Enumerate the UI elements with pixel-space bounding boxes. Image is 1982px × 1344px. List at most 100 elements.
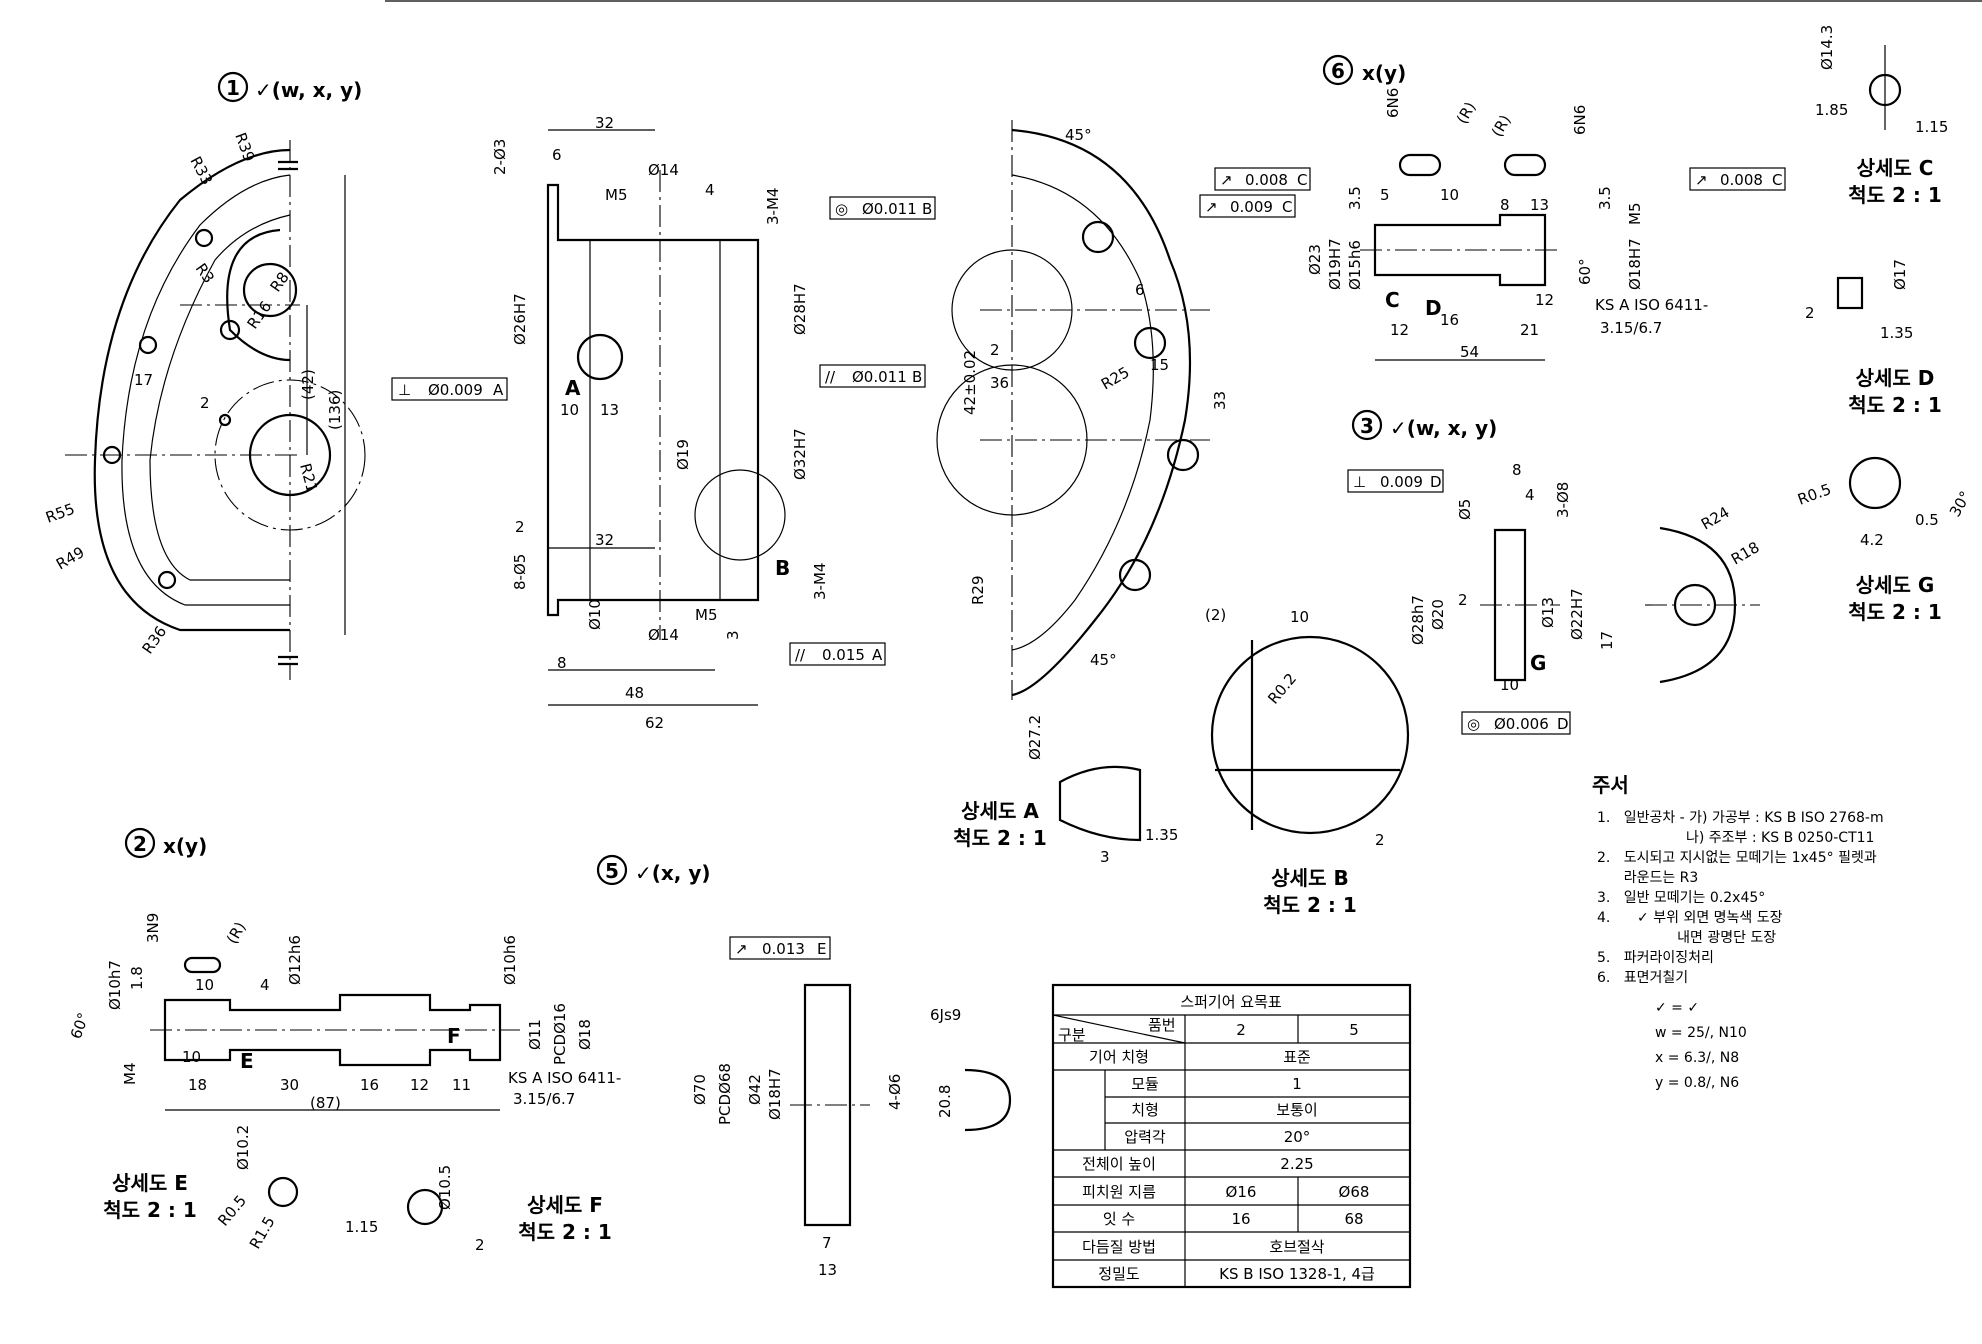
dim-17: 17 xyxy=(134,371,153,389)
tol-val: Ø0.006 xyxy=(1494,715,1549,733)
view-1: 1 ✓(w, x, y) R33 R39 R3 R16 R8 17 2 (42)… xyxy=(43,71,366,680)
dim-M5: M5 xyxy=(605,186,628,204)
view-6-label: 6 x(y) xyxy=(1322,54,1406,86)
dim-Ø14: Ø14 xyxy=(648,161,679,179)
dim-PCDØ68: PCDØ68 xyxy=(716,1063,734,1125)
gear-table-label: 치형 xyxy=(1131,1101,1159,1119)
dim-R-1: (R) xyxy=(1453,99,1480,127)
dim-4: 4 xyxy=(705,181,715,199)
dim-16-s6: 16 xyxy=(1440,311,1459,329)
notes-line: 5. 파커라이징처리 xyxy=(1597,950,1714,966)
view-2: 2 x(y) 3N9 (R) Ø10h7 1.8 10 4 Ø12h6 Ø10h… xyxy=(67,827,621,1112)
detail-D: Ø17 2 1.35 상세도 D 척도 2 : 1 xyxy=(1805,259,1942,417)
dim-R36: R36 xyxy=(139,623,171,658)
dim-Ø19H7: Ø19H7 xyxy=(1326,238,1344,290)
dim-4-Ø6: 4-Ø6 xyxy=(886,1074,904,1110)
gear-table-value: KS B ISO 1328-1, 4급 xyxy=(1219,1265,1375,1283)
view-1-symbol: ✓(w, x, y) xyxy=(255,78,362,102)
dim-2-p3: 2 xyxy=(1458,591,1468,609)
dim-R0.2: R0.2 xyxy=(1264,670,1300,708)
detail-B: (2) 10 R0.2 2 상세도 B 척도 2 : 1 xyxy=(1205,606,1410,917)
dim-M5b: M5 xyxy=(695,606,718,624)
detail-B-circle xyxy=(1210,635,1410,835)
tol-val: Ø0.011 xyxy=(862,200,917,218)
dim-136: (136) xyxy=(326,390,344,430)
housing-outline xyxy=(93,148,291,632)
dim-30deg-G: 30° xyxy=(1946,488,1975,520)
detail-G: R0.5 0.5 30° 4.2 상세도 G 척도 2 : 1 xyxy=(1795,456,1975,624)
gear-table-label: 정밀도 xyxy=(1098,1265,1140,1283)
dim-3-M4: 3-M4 xyxy=(764,188,782,225)
gear-table-part: 2 xyxy=(1236,1021,1246,1039)
roughness-line: w = 25/, N10 xyxy=(1655,1025,1747,1041)
tol-ref: D xyxy=(1430,473,1442,491)
dim-10b-s2: 10 xyxy=(182,1048,201,1066)
detail-A-title: 상세도 A xyxy=(961,799,1039,823)
tol-val: Ø0.011 xyxy=(852,368,907,386)
gear-table-value: Ø16 xyxy=(1226,1183,1257,1201)
tol-ref: C xyxy=(1282,198,1292,216)
tol-ref: A xyxy=(872,646,883,664)
tol-ref: D xyxy=(1557,715,1569,733)
dim-R21: R21 xyxy=(296,461,321,494)
dim-12: 12 xyxy=(410,1076,429,1094)
dim-62: 62 xyxy=(645,714,664,732)
dim-20.8: 20.8 xyxy=(936,1085,954,1118)
tol-sym: ↗ xyxy=(1205,198,1218,216)
view-2-label: 2 x(y) xyxy=(124,827,207,859)
tol-sym: ◎ xyxy=(1467,715,1480,733)
detail-C: Ø14.3 1.85 1.15 상세도 C 척도 2 : 1 xyxy=(1815,25,1948,207)
dim-1.85: 1.85 xyxy=(1815,101,1848,119)
cover-bolt-hole xyxy=(1081,220,1115,254)
dim-Ø15h6: Ø15h6 xyxy=(1346,240,1364,290)
detail-G-scale: 척도 2 : 1 xyxy=(1848,600,1942,624)
shaft-2-keyway xyxy=(183,956,222,974)
dim-4-p3: 4 xyxy=(1525,486,1535,504)
dim-10-s2: 10 xyxy=(195,976,214,994)
tol-sym: ↗ xyxy=(1695,171,1708,189)
label-G: G xyxy=(1530,651,1546,675)
tol-val: 0.009 xyxy=(1380,473,1423,491)
dim-21-s6: 21 xyxy=(1520,321,1539,339)
gear-table-value: 16 xyxy=(1231,1210,1250,1228)
bolt-hole xyxy=(138,335,158,355)
dim-42: (42) xyxy=(299,369,317,400)
dim-5-s6: 5 xyxy=(1380,186,1390,204)
dim-12b-s6: 12 xyxy=(1390,321,1409,339)
tol-sym: // xyxy=(825,368,836,386)
view-1-label: 1 ✓(w, x, y) xyxy=(217,71,362,103)
dim-1.15-C: 1.15 xyxy=(1915,118,1948,136)
view-6-symbol: x(y) xyxy=(1362,61,1406,85)
dim-R-s2: (R) xyxy=(223,919,250,947)
dim-3.5b: 3.5 xyxy=(1596,186,1614,210)
dim-2-cover: 2 xyxy=(990,341,1000,359)
gear-table-value: 보통이 xyxy=(1276,1101,1317,1119)
dim-36: 36 xyxy=(990,374,1009,392)
gear-table-label: 압력각 xyxy=(1124,1128,1166,1146)
gear-table-value: 1 xyxy=(1292,1075,1302,1093)
dim-2-E: 2 xyxy=(475,1236,485,1254)
dim-1.8: 1.8 xyxy=(128,966,146,990)
dim-PCDØ16: PCDØ16 xyxy=(551,1003,569,1065)
dim-11: 11 xyxy=(452,1076,471,1094)
dim-Ø18H7: Ø18H7 xyxy=(766,1068,784,1120)
dim-10-s6: 10 xyxy=(1440,186,1459,204)
dim-32b: 32 xyxy=(595,531,614,549)
keyway-C xyxy=(1398,153,1442,177)
gear-table: 스퍼기어 요목표 구분 품번 2 5 기어 치형 표준 모듈 1 치형 보통이 … xyxy=(1051,983,1412,1289)
detail-D-title: 상세도 D xyxy=(1856,366,1935,390)
detail-A-scale: 척도 2 : 1 xyxy=(953,826,1047,850)
tol-ref: C xyxy=(1772,171,1782,189)
notes-line: 2. 도시되고 지시없는 모떼기는 1x45° 필렛과 xyxy=(1597,850,1877,866)
dim-Ø10.5: Ø10.5 xyxy=(436,1165,454,1210)
tol-ref: B xyxy=(922,200,932,218)
dim-R29: R29 xyxy=(969,575,987,605)
gear-table-value: Ø68 xyxy=(1339,1183,1370,1201)
